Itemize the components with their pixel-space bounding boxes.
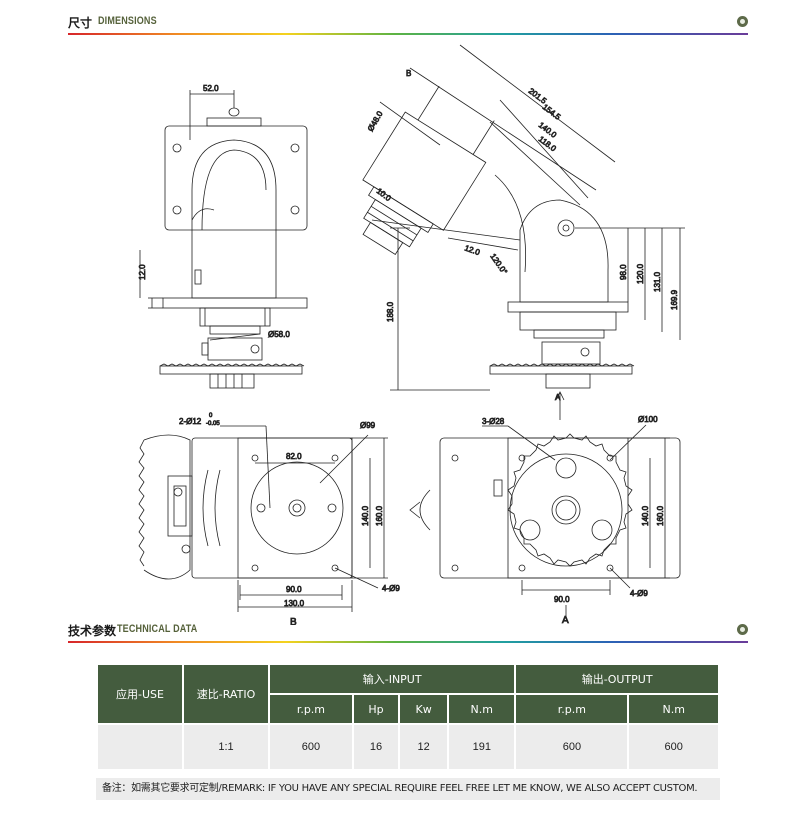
- dim-52: 52.0: [203, 84, 219, 93]
- use-header: 应用-USE: [98, 665, 182, 723]
- dim-130: 130.0: [284, 599, 305, 608]
- dimensions-header: 尺寸 DIMENSIONS: [68, 12, 748, 35]
- view-a-caption: A: [562, 615, 569, 625]
- ratio-cell: 1:1: [184, 725, 268, 769]
- dimensions-title-zh: 尺寸: [68, 16, 93, 30]
- view-b: [138, 425, 388, 612]
- dim-82: 82.0: [286, 452, 302, 461]
- dim-4x-dia9-view-b: 4-Ø9: [382, 584, 400, 593]
- technical-data-table: 应用-USE 速比-RATIO 输入-INPUT 输出-OUTPUT r.p.m…: [96, 663, 720, 771]
- bullet-icon: [737, 624, 748, 635]
- input-nm-cell: 191: [449, 725, 515, 769]
- dim-dia58: Ø58.0: [268, 330, 290, 339]
- dimensions-title-en: DIMENSIONS: [98, 15, 157, 27]
- gradient-rule: [68, 33, 748, 35]
- dim-dia100: Ø100: [638, 415, 658, 424]
- dim-131: 131.0: [653, 271, 662, 292]
- dim-160-view-b: 160.0: [375, 505, 384, 526]
- mark-a-arrow: A: [555, 393, 561, 402]
- gradient-rule: [68, 641, 748, 643]
- bullet-icon: [737, 16, 748, 27]
- dim-90-view-a: 90.0: [554, 595, 570, 604]
- dim-90-view-b: 90.0: [286, 585, 302, 594]
- dim-2x-dia12: 2-Ø12: [179, 417, 202, 426]
- dim-140-view-a: 140.0: [641, 505, 650, 526]
- dim-169-9: 169.9: [670, 289, 679, 310]
- side-view: [362, 44, 685, 420]
- dim-12-angled: 12.0: [463, 243, 481, 257]
- input-rpm-header: r.p.m: [270, 695, 352, 723]
- dim-4x-dia9-view-a: 4-Ø9: [630, 589, 648, 598]
- input-hp-header: Hp: [353, 695, 399, 723]
- dim-3x-dia28: 3-Ø28: [482, 417, 505, 426]
- dim-12-vertical: 12.0: [138, 264, 147, 280]
- output-rpm-header: r.p.m: [516, 695, 628, 723]
- dim-140-view-b: 140.0: [361, 505, 370, 526]
- technical-title-en: TECHNICAL DATA: [117, 623, 198, 635]
- input-header: 输入-INPUT: [270, 665, 515, 693]
- dim-154-5: 154.5: [541, 102, 563, 122]
- dim-98: 98.0: [619, 264, 628, 280]
- input-hp-cell: 16: [353, 725, 399, 769]
- front-view: [139, 90, 308, 389]
- dim-120-degree: 120.0°: [488, 252, 509, 276]
- dim-dia99: Ø99: [360, 421, 376, 430]
- remark-note: 备注：如需其它要求可定制/REMARK: IF YOU HAVE ANY SPE…: [96, 778, 720, 800]
- dim-tolerance-upper: 0: [209, 413, 213, 419]
- dim-120: 120.0: [636, 263, 645, 284]
- dim-tolerance-lower: -0.05: [206, 421, 220, 427]
- dim-188: 188.0: [386, 301, 395, 322]
- view-b-caption: B: [290, 617, 297, 625]
- dim-dia48: Ø48.0: [366, 109, 385, 133]
- output-nm-header: N.m: [629, 695, 718, 723]
- output-rpm-cell: 600: [516, 725, 628, 769]
- view-a: [409, 424, 681, 618]
- output-nm-cell: 600: [629, 725, 718, 769]
- technical-drawing: 52.0 12.0 Ø58.0: [138, 44, 685, 625]
- dim-160-view-a: 160.0: [656, 505, 665, 526]
- technical-data-header: 技术参数 TECHNICAL DATA: [68, 620, 748, 643]
- use-cell: [98, 725, 182, 769]
- input-nm-header: N.m: [449, 695, 515, 723]
- mark-b-arrow: B: [406, 69, 411, 78]
- input-kw-cell: 12: [400, 725, 448, 769]
- technical-title-zh: 技术参数: [68, 624, 117, 638]
- table-row: 1:1 600 16 12 191 600 600: [98, 725, 718, 769]
- output-header: 输出-OUTPUT: [516, 665, 718, 693]
- input-kw-header: Kw: [400, 695, 448, 723]
- input-rpm-cell: 600: [270, 725, 352, 769]
- ratio-header: 速比-RATIO: [184, 665, 268, 723]
